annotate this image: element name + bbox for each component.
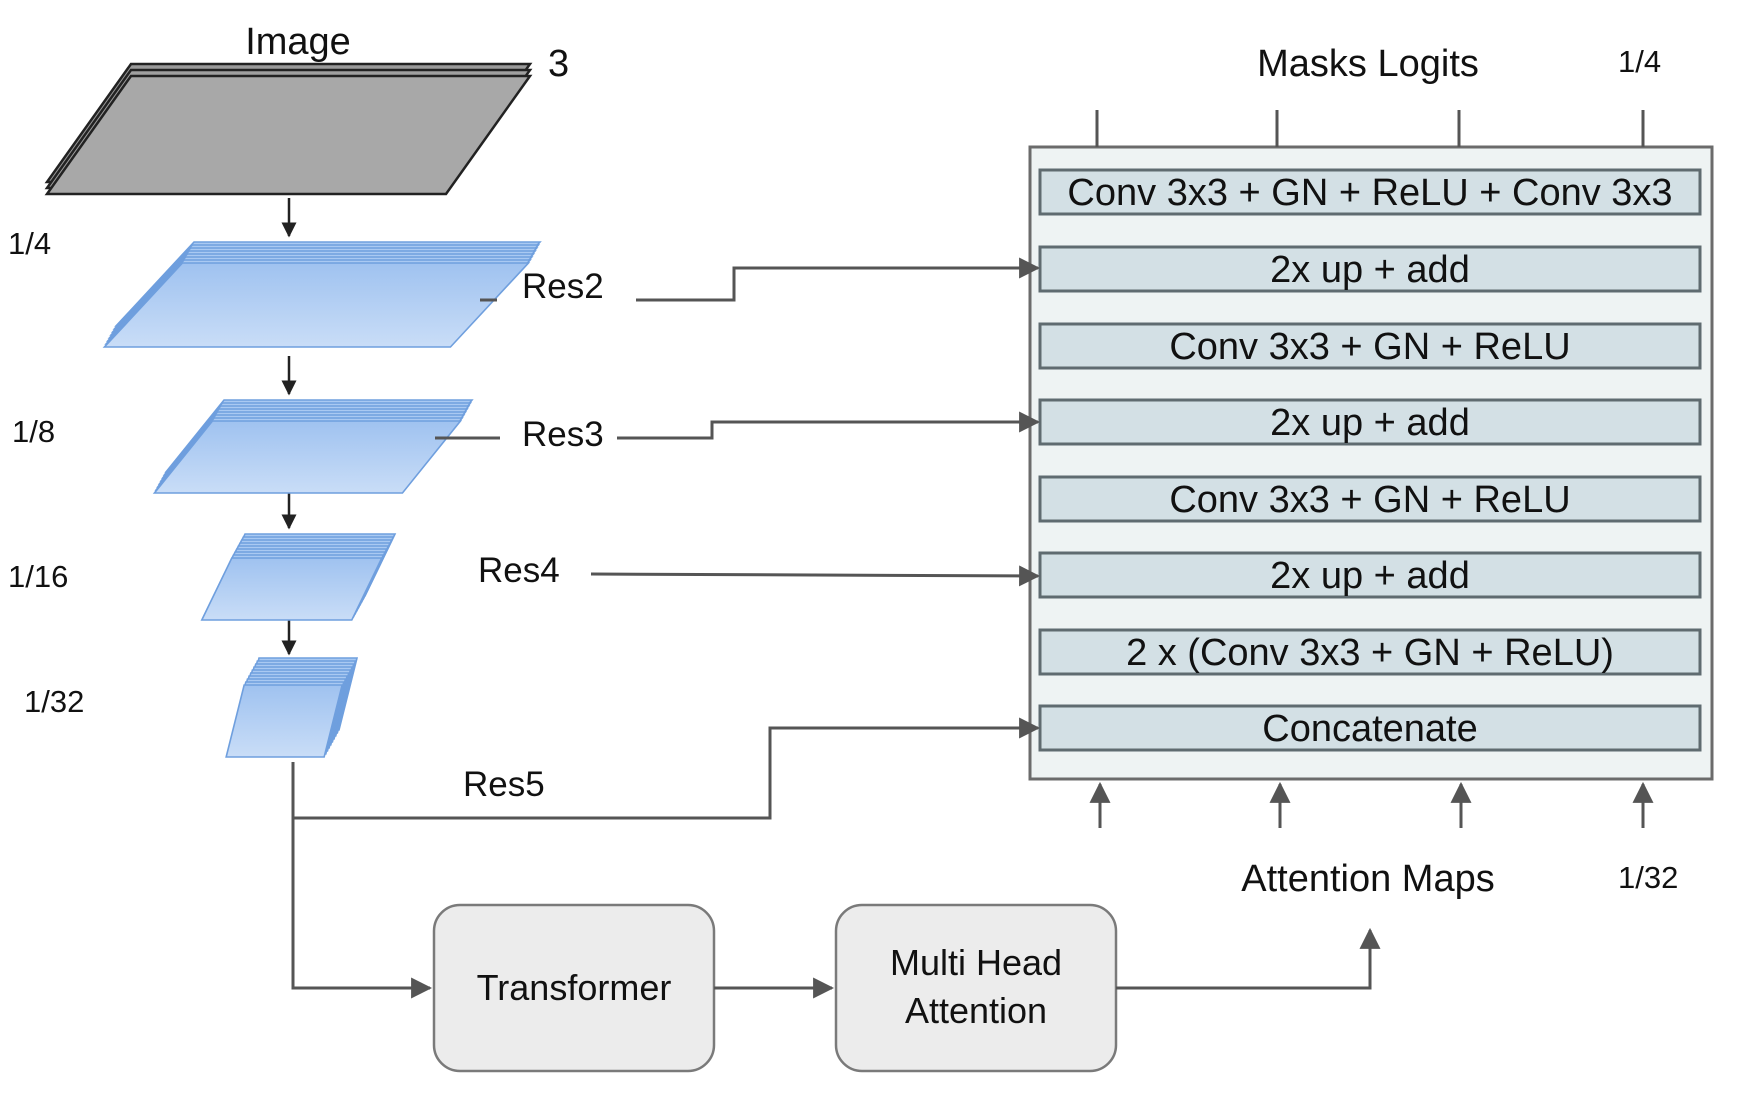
multi-head-attention-label-line2: Attention <box>905 990 1047 1031</box>
multi-head-attention-box <box>834 903 1118 1073</box>
res3-feature-layer <box>152 420 463 494</box>
decoder-frame <box>1028 145 1714 781</box>
res2-connection <box>636 257 1041 302</box>
image-title: Image <box>245 21 351 63</box>
multi-head-attention-label-line1: Multi Head <box>890 942 1062 983</box>
res3-connection <box>617 411 1041 440</box>
res2-feature-stack <box>102 241 542 348</box>
res4-feature-stack <box>200 533 397 621</box>
mha-to-attention-maps-arrow <box>1116 927 1381 990</box>
image-channels: 3 <box>548 43 569 85</box>
decoder-block-up-add-3 <box>1038 551 1702 599</box>
scale-label-1-16: 1/16 <box>8 559 68 594</box>
decoder-block-conv-2-label: Conv 3x3 + GN + ReLU <box>1169 479 1570 521</box>
decoder-block-conv-2 <box>1038 475 1702 523</box>
attention-maps-label: Attention Maps <box>1241 858 1494 900</box>
scale-label-1-4: 1/4 <box>8 226 51 261</box>
decoder-block-conv-3-label: 2 x (Conv 3x3 + GN + ReLU) <box>1126 632 1614 674</box>
decoder-block-up-add-3-label: 2x up + add <box>1270 555 1470 597</box>
decoder-block-up-add-2 <box>1038 398 1702 446</box>
decoder-block-conv-1 <box>1038 322 1702 370</box>
decoder-block-conv-1-label: Conv 3x3 + GN + ReLU <box>1169 326 1570 368</box>
masks-scale-label: 1/4 <box>1618 44 1661 79</box>
decoder-block-conv-final-label: Conv 3x3 + GN + ReLU + Conv 3x3 <box>1067 172 1672 214</box>
res4-connection <box>590 565 1041 587</box>
scale-label-1-8: 1/8 <box>12 414 55 449</box>
decoder-block-up-add-2-label: 2x up + add <box>1270 402 1470 444</box>
res3-label: Res3 <box>522 415 604 454</box>
res5-connection <box>291 717 1041 820</box>
res5-feature-stack <box>225 657 359 758</box>
decoder-block-up-add-1-label: 2x up + add <box>1270 249 1470 291</box>
res2-feature-layer <box>102 262 531 348</box>
res2-label: Res2 <box>522 267 604 306</box>
res4-feature-layer <box>200 557 384 621</box>
decoder-block-concatenate-label: Concatenate <box>1262 708 1478 750</box>
decoder-blocks: Conv 3x3 + GN + ReLU + Conv 3x3 2x up + … <box>1038 168 1702 752</box>
attention-maps-scale-label: 1/32 <box>1618 860 1678 895</box>
res3-feature-stack <box>152 399 474 494</box>
res4-label: Res4 <box>478 551 560 590</box>
decoder-block-conv-final <box>1038 168 1702 216</box>
input-image-stack <box>44 62 533 196</box>
masks-logits-label: Masks Logits <box>1257 43 1479 85</box>
res5-feature-layer <box>225 684 344 758</box>
transformer-label: Transformer <box>477 967 672 1008</box>
res5-label: Res5 <box>463 765 545 804</box>
decoder-block-conv-3 <box>1038 628 1702 676</box>
res5-to-transformer-arrow <box>291 818 433 999</box>
decoder-block-concatenate <box>1038 704 1702 752</box>
scale-label-1-32: 1/32 <box>24 684 84 719</box>
